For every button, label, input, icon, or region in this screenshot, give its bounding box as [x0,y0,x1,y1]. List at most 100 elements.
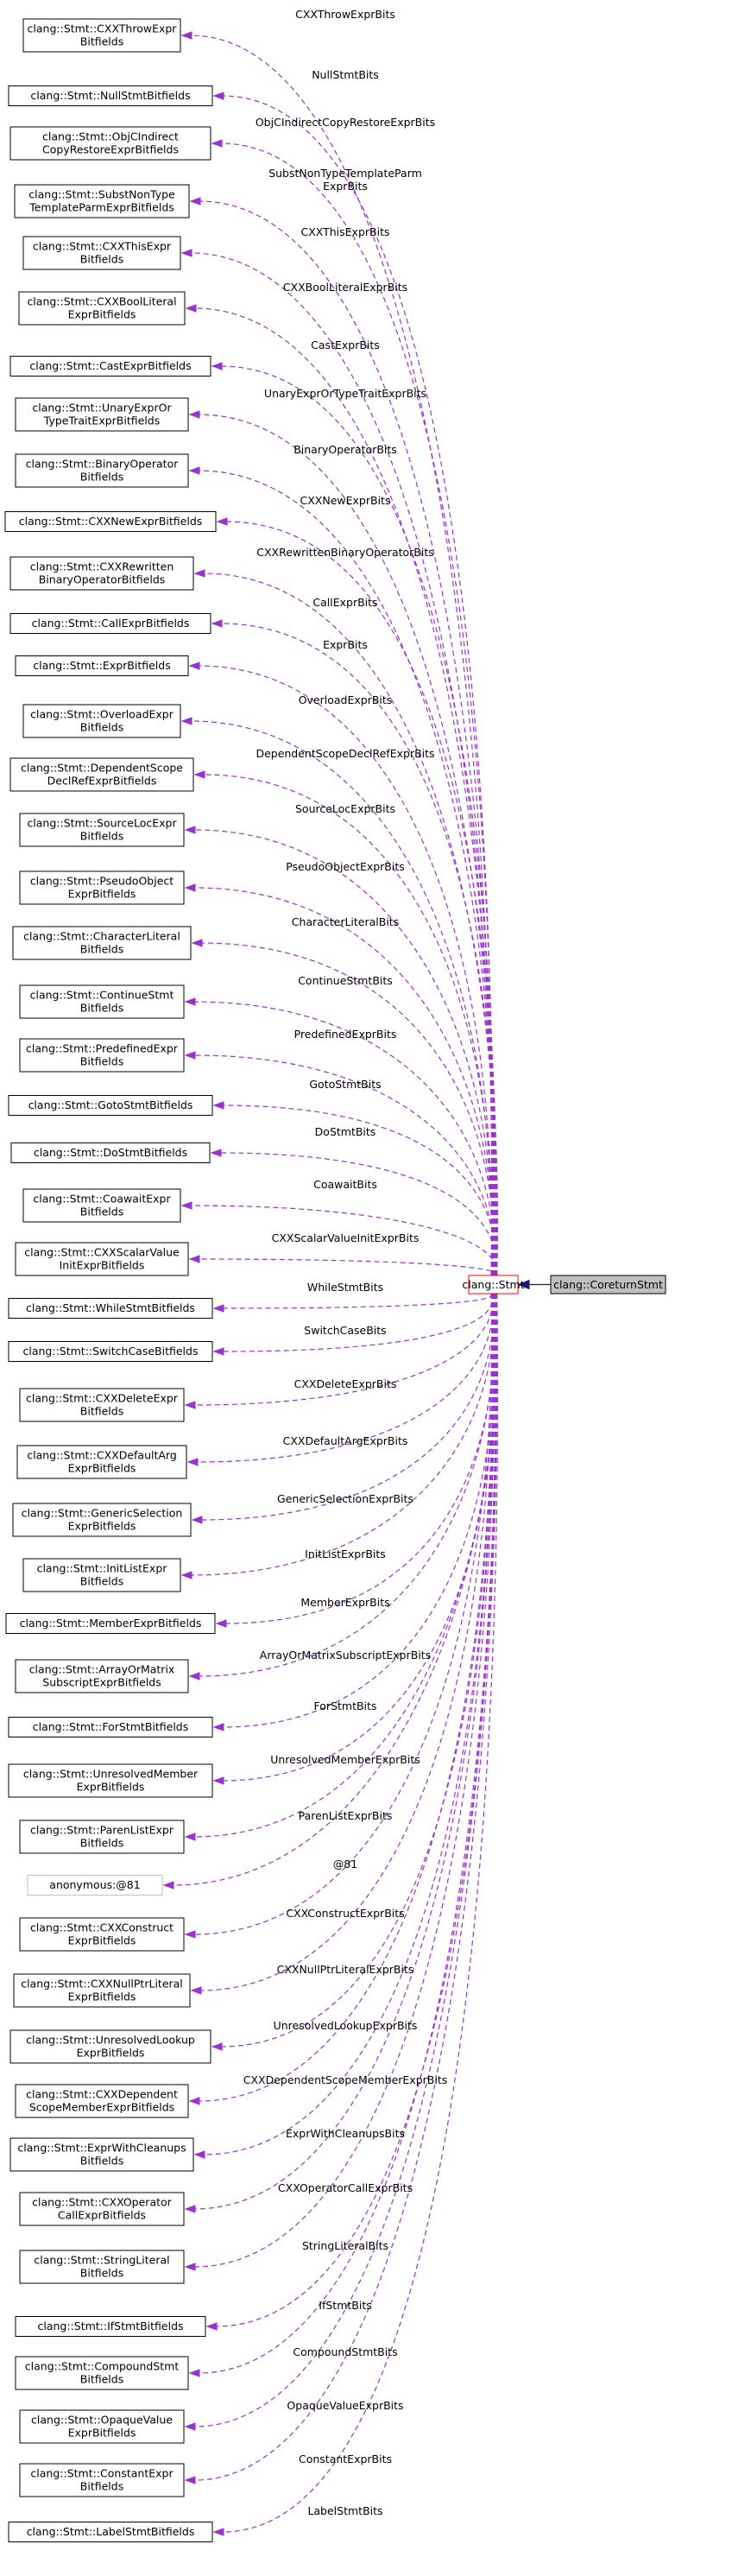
edge-label-19: PredefinedExprBits [294,1028,397,1041]
member-node-10-label-line: clang::Stmt::CXXRewritten [30,560,174,573]
member-edge-arrowhead [184,2205,196,2213]
member-node-2[interactable]: clang::Stmt::ObjCIndirectCopyRestoreExpr… [9,126,211,161]
member-edge-arrowhead [184,1832,196,1841]
member-edge-arrowhead [185,304,197,313]
edge-label-12: ExprBits [323,638,368,651]
member-node-42-label-line: clang::Stmt::StringLiteral [34,2254,169,2267]
member-node-1-label-line: clang::Stmt::NullStmtBitfields [30,89,190,102]
edge-label-14: DependentScopeDeclRefExprBits [256,747,434,760]
member-node-3-box [14,184,190,218]
edge-label-20: GotoStmtBits [309,1078,381,1091]
member-node-33[interactable]: clang::Stmt::UnresolvedMemberExprBitfiel… [8,1763,213,1798]
member-node-47-box [8,2522,213,2542]
member-node-31[interactable]: clang::Stmt::ArrayOrMatrixSubscriptExprB… [15,1659,189,1693]
stmt-node[interactable]: clang::Stmt [462,1275,525,1294]
member-node-35-label-line: anonymous:@81 [49,1878,140,1891]
member-node-39[interactable]: clang::Stmt::CXXDependentScopeMemberExpr… [15,2084,189,2118]
member-edge-arrowhead [212,1776,224,1785]
member-node-2-box [9,126,211,161]
member-node-35[interactable]: anonymous:@81 [27,1875,163,1896]
member-node-23-box [15,1242,189,1276]
member-node-17-label-line: clang::Stmt::CharacterLiteral [23,930,180,943]
member-node-38-label-line: ExprBitfields [77,2047,145,2060]
member-node-32[interactable]: clang::Stmt::ForStmtBitfields [8,1717,213,1737]
member-edge-41 [193,1293,495,2210]
member-node-11[interactable]: clang::Stmt::CallExprBitfields [9,613,211,634]
member-node-37-box [13,1973,191,2008]
edge-label-32: ForStmtBits [314,1699,377,1712]
member-edge-11 [220,623,499,1276]
member-node-17-box [12,926,192,960]
member-node-37-label-line: clang::Stmt::CXXNullPtrLiteral [21,1978,183,1991]
member-node-45-label-line: clang::Stmt::OpaqueValue [31,2414,173,2427]
member-node-26-label-line: Bitfields [80,1405,123,1418]
member-node-28[interactable]: clang::Stmt::GenericSelectionExprBitfiel… [12,1503,192,1537]
member-node-24[interactable]: clang::Stmt::WhileStmtBitfields [8,1298,213,1319]
member-node-42-label-line: Bitfields [80,2267,123,2280]
member-node-12[interactable]: clang::Stmt::ExprBitfields [15,655,189,676]
member-edge-13 [190,720,493,1276]
member-node-43[interactable]: clang::Stmt::IfStmtBitfields [15,2316,206,2337]
edge-label-41: CXXOperatorCallExprBits [278,2181,413,2194]
member-node-31-label-line: SubscriptExprBitfields [42,1676,161,1689]
member-node-13-box [22,704,181,738]
member-node-47[interactable]: clang::Stmt::LabelStmtBitfields [8,2522,213,2542]
member-node-38[interactable]: clang::Stmt::UnresolvedLookupExprBitfiel… [9,2029,211,2064]
member-node-25-box [8,1341,213,1362]
member-node-34-box [19,1820,185,1854]
member-node-1[interactable]: clang::Stmt::NullStmtBitfields [8,85,213,106]
coreturn-stmt-node-box [550,1275,666,1294]
member-node-29-box [22,1558,181,1592]
member-node-30[interactable]: clang::Stmt::MemberExprBitfields [5,1613,216,1634]
member-node-23[interactable]: clang::Stmt::CXXScalarValueInitExprBitfi… [15,1242,189,1276]
member-node-27-label-line: clang::Stmt::CXXDefaultArg [27,1449,177,1462]
member-node-8[interactable]: clang::Stmt::BinaryOperatorBitfields [15,453,189,488]
member-node-3[interactable]: clang::Stmt::SubstNonTypeTemplateParmExp… [14,184,190,218]
member-node-20-label-line: clang::Stmt::GotoStmtBitfields [28,1098,193,1111]
member-edge-arrowhead [212,1304,224,1313]
member-edge-arrowhead [188,661,200,670]
member-node-37[interactable]: clang::Stmt::CXXNullPtrLiteralExprBitfie… [13,1973,191,2008]
edge-label-9: CXXNewExprBits [300,494,391,507]
member-node-44-box [15,2356,189,2390]
member-edge-arrowhead [184,997,196,1006]
member-node-25[interactable]: clang::Stmt::SwitchCaseBitfields [8,1341,213,1362]
member-node-21[interactable]: clang::Stmt::DoStmtBitfields [10,1142,211,1163]
member-node-9[interactable]: clang::Stmt::CXXNewExprBitfields [4,511,217,532]
member-edge-arrowhead [180,1201,192,1210]
member-edge-43 [215,1293,496,2327]
member-node-23-label-line: InitExprBitfields [60,1259,145,1272]
member-node-10[interactable]: clang::Stmt::CXXRewrittenBinaryOperatorB… [9,556,194,591]
member-node-20[interactable]: clang::Stmt::GotoStmtBitfields [8,1095,213,1116]
member-edge-arrowhead [211,2042,223,2051]
edge-label-3: SubstNonTypeTemplateParm [268,167,422,180]
member-node-41[interactable]: clang::Stmt::CXXOperatorCallExprBitfield… [19,2192,185,2226]
member-node-4-label-line: clang::Stmt::CXXThisExpr [33,240,172,253]
member-node-6[interactable]: clang::Stmt::CastExprBitfields [9,356,211,377]
member-node-7-box [15,397,189,432]
coreturn-stmt-node[interactable]: clang::CoreturnStmt [550,1275,666,1294]
member-node-7[interactable]: clang::Stmt::UnaryExprOrTypeTraitExprBit… [15,397,189,432]
member-node-14[interactable]: clang::Stmt::DependentScopeDeclRefExprBi… [9,757,194,792]
edge-label-5: CXXBoolLiteralExprBits [283,281,407,294]
